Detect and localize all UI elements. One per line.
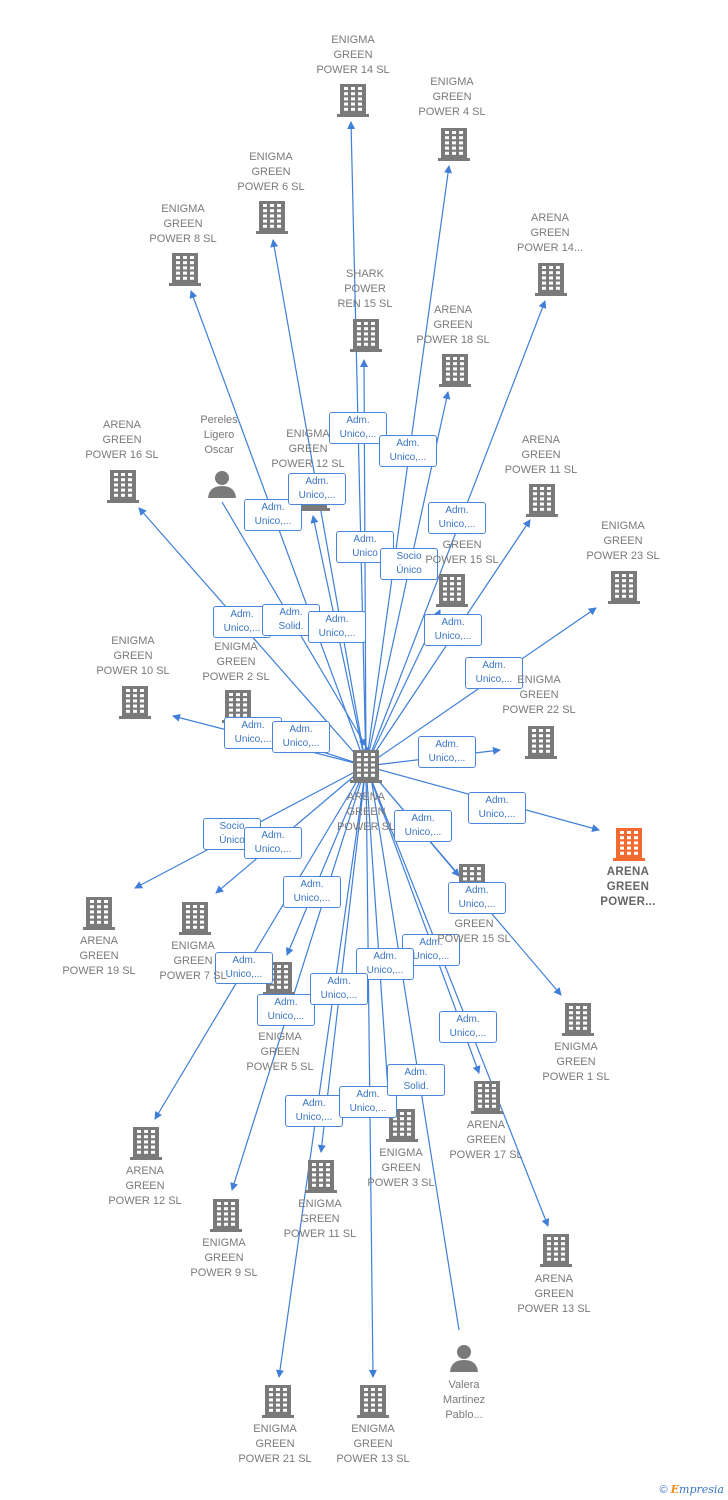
person-icon[interactable] [450, 1345, 478, 1372]
edge-label-n26[interactable]: Adm. Unico,... [285, 1095, 343, 1127]
edge-n21 [286, 765, 367, 956]
company-icon[interactable] [179, 902, 211, 935]
company-icon[interactable] [439, 354, 471, 387]
edge-label-n25[interactable]: Adm. Unico,... [215, 952, 273, 984]
edge-label-n11[interactable]: Adm. Unico,... [465, 657, 523, 689]
node-label-n6[interactable]: SHARK POWER REN 15 SL [337, 268, 393, 310]
node-label-n3[interactable]: ENIGMA GREEN POWER 6 SL [237, 151, 305, 193]
edge-n25 [154, 765, 367, 1120]
edge-n26 [317, 765, 367, 1153]
company-icon[interactable] [526, 484, 558, 517]
edge-label-n1[interactable]: Adm. Unico,... [329, 412, 387, 444]
edge-label-n17[interactable]: Adm. Unico,... [394, 810, 452, 842]
company-icon[interactable] [107, 470, 139, 503]
node-label-n28[interactable]: ARENA GREEN POWER 13 SL [517, 1273, 591, 1315]
company-icon[interactable] [169, 253, 201, 286]
company-icon[interactable] [525, 726, 557, 759]
company-icon[interactable] [562, 1003, 594, 1036]
edge-label-n19[interactable]: Adm. Unico,... [244, 827, 302, 859]
node-label-n15[interactable]: ENIGMA GREEN POWER 2 SL [202, 641, 270, 683]
node-label-n12[interactable]: ENIGMA GREEN POWER 23 SL [586, 520, 660, 562]
edge-label-n7[interactable]: Socio Único [380, 548, 438, 580]
node-label-n31[interactable]: Valera Martinez Pablo... [442, 1379, 486, 1421]
company-icon[interactable] [438, 128, 470, 161]
node-label-n19[interactable]: ENIGMA GREEN POWER 7 SL [159, 940, 227, 982]
company-icon[interactable] [608, 571, 640, 604]
edge-n24 [365, 765, 393, 1105]
company-icon[interactable] [210, 1199, 242, 1232]
brand-e-logo: E [670, 1483, 680, 1496]
node-label-n30[interactable]: ENIGMA GREEN POWER 13 SL [336, 1423, 410, 1465]
edge-label-n31[interactable]: Adm. Solid. [387, 1064, 445, 1096]
company-icon[interactable] [256, 201, 288, 234]
edge-label-n3[interactable]: Adm. Unico,... [244, 499, 302, 531]
edge-n28 [365, 765, 550, 1227]
center-company-label: ARENA GREEN POWER SL [336, 791, 396, 833]
node-label-n10[interactable]: ENIGMA GREEN POWER 12 SL [271, 428, 345, 470]
edge-label-n13[interactable]: Adm. Unico,... [424, 614, 482, 646]
node-label-n7[interactable]: ARENA GREEN POWER 18 SL [416, 304, 490, 346]
edge-n1 [347, 121, 367, 767]
company-icon[interactable] [357, 1385, 389, 1418]
company-icon[interactable] [130, 1127, 162, 1160]
copyright-symbol: © [659, 1484, 668, 1496]
edge-label-n12[interactable]: Adm. Unico,... [468, 792, 526, 824]
edge-label-n16[interactable]: Adm. Unico,... [418, 736, 476, 768]
edge-label-n28[interactable]: Adm. Unico,... [310, 973, 368, 1005]
edge-n30 [365, 765, 377, 1378]
edge-label-n21[interactable]: Adm. Unico,... [283, 876, 341, 908]
company-icon[interactable] [471, 1081, 503, 1114]
company-icon[interactable] [119, 686, 151, 719]
node-label-n23[interactable]: ARENA GREEN POWER 17 SL [449, 1119, 523, 1161]
node-label-n21[interactable]: ENIGMA GREEN POWER 5 SL [246, 1031, 314, 1073]
node-label-n20[interactable]: GREEN POWER 15 SL [437, 918, 511, 945]
node-label-n16[interactable]: ENIGMA GREEN POWER 22 SL [502, 674, 576, 716]
node-label-n2[interactable]: ENIGMA GREEN POWER 4 SL [418, 76, 486, 118]
edge-n27 [230, 765, 367, 1191]
edge-label-n4[interactable]: Adm. Unico,... [213, 606, 271, 638]
brand-name: mpresia [679, 1483, 724, 1496]
node-label-n9[interactable]: Pereles Ligero Oscar [200, 414, 238, 456]
edge-label-n22[interactable]: Adm. Unico,... [439, 1011, 497, 1043]
person-icon[interactable] [208, 471, 236, 498]
node-label-n4[interactable]: ENIGMA GREEN POWER 8 SL [149, 203, 217, 245]
edge-label-n2[interactable]: Adm. Unico,... [379, 435, 437, 467]
company-icon[interactable] [83, 897, 115, 930]
footer-brand: © Empresia [659, 1483, 724, 1496]
node-label-n22[interactable]: ENIGMA GREEN POWER 1 SL [542, 1041, 610, 1083]
edge-n31 [363, 745, 460, 1331]
node-label-n27[interactable]: ENIGMA GREEN POWER 9 SL [190, 1237, 258, 1279]
company-icon[interactable] [436, 574, 468, 607]
node-label-n14[interactable]: ENIGMA GREEN POWER 10 SL [96, 635, 170, 677]
node-label-n17[interactable]: ARENA GREEN POWER... [600, 866, 656, 908]
edge-label-n5[interactable]: Adm. Unico,... [428, 502, 486, 534]
node-label-n1[interactable]: ENIGMA GREEN POWER 14 SL [316, 34, 390, 76]
edge-label-n10[interactable]: Adm. Unico,... [288, 473, 346, 505]
edge-n29 [276, 765, 367, 1378]
company-icon[interactable] [337, 84, 369, 117]
company-icon[interactable] [540, 1234, 572, 1267]
center-company-icon[interactable] [350, 750, 382, 783]
company-icon[interactable] [350, 319, 382, 352]
node-label-n18[interactable]: ARENA GREEN POWER 19 SL [62, 935, 136, 977]
node-label-n25[interactable]: ARENA GREEN POWER 12 SL [108, 1165, 182, 1207]
node-label-n11[interactable]: ARENA GREEN POWER 11 SL [504, 434, 578, 476]
edge-label-n20[interactable]: Adm. Unico,... [448, 882, 506, 914]
edge-label-n15[interactable]: Adm. Unico,... [308, 611, 366, 643]
company-icon[interactable] [305, 1160, 337, 1193]
edge-label-n14[interactable]: Adm. Unico,... [272, 721, 330, 753]
node-label-n5[interactable]: ARENA GREEN POWER 14... [516, 212, 584, 254]
node-label-n29[interactable]: ENIGMA GREEN POWER 21 SL [238, 1423, 312, 1465]
node-label-n24[interactable]: ENIGMA GREEN POWER 3 SL [367, 1147, 435, 1189]
node-label-n26[interactable]: ENIGMA GREEN POWER 11 SL [283, 1198, 357, 1240]
node-label-n13[interactable]: GREEN POWER 15 SL [425, 539, 499, 566]
focus-company-icon[interactable] [613, 828, 645, 861]
company-icon[interactable] [535, 263, 567, 296]
edge-label-n27[interactable]: Adm. Unico,... [257, 994, 315, 1026]
node-label-n8[interactable]: ARENA GREEN POWER 16 SL [85, 419, 159, 461]
company-icon[interactable] [262, 1385, 294, 1418]
